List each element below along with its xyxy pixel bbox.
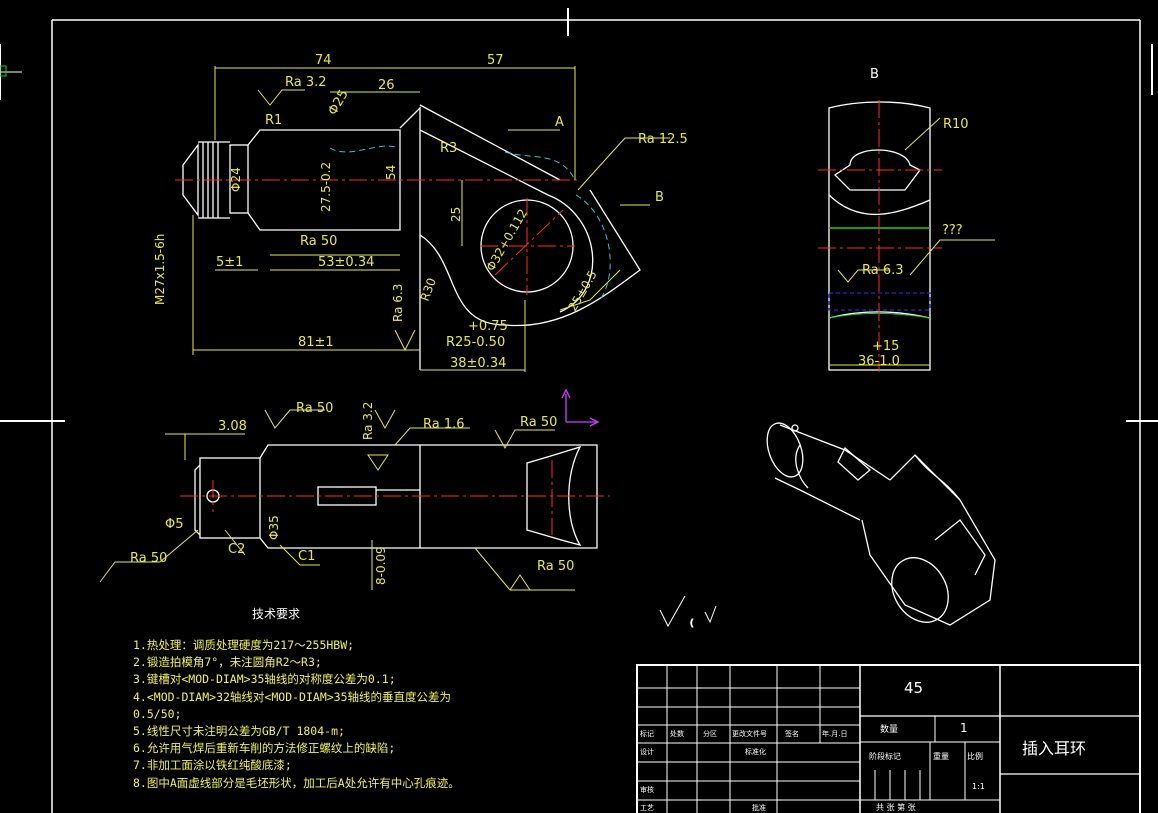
dim-phi35: Φ35 [267, 515, 281, 540]
tb-review: 审核 [640, 786, 654, 794]
dim-57: 57 [487, 53, 504, 68]
tech-line-8: 7.非加工面涂以铁红纯酸底漆; [133, 758, 292, 773]
svg-text:(: ( [690, 619, 694, 629]
view-b-centerlines [818, 100, 942, 372]
tol-0-75: +0.75 [468, 319, 508, 334]
sheet-label: 共 张 第 张 [876, 803, 916, 812]
dim-r30: R30 [418, 276, 439, 303]
dim-r1: R1 [265, 113, 282, 128]
tb-mark: 标记 [640, 730, 654, 738]
dim-5-1: 5±1 [216, 255, 243, 270]
dim-36: 36-1.0 [858, 354, 900, 369]
view-b-dims [829, 117, 995, 366]
front-view-hidden [329, 145, 611, 301]
dim-26: 26 [378, 78, 395, 93]
side-view-dims [99, 409, 575, 591]
dim-81: 81±1 [298, 335, 334, 350]
tech-line-9: 8.图中A面虚线部分是毛坯形状，加工后A处允许有中心孔痕迹。 [133, 775, 460, 790]
ra-3-2: Ra 3.2 [285, 75, 327, 90]
tech-line-2: 2.锻造拍模角7°，未注圆角R2～R3; [133, 655, 322, 670]
tech-line-4: 4.<MOD-DIAM>32轴线对<MOD-DIAM>35轴线的垂直度公差为 [133, 689, 452, 704]
dim-54: 54 [384, 165, 398, 180]
weight-label: 重量 [933, 752, 949, 761]
ra-1-6: Ra 1.6 [423, 417, 465, 432]
tech-line-1: 1.热处理：调质处理硬度为217～255HBW; [133, 638, 355, 652]
ucs-icon [561, 388, 600, 427]
dim-phi5: Φ5 [165, 517, 184, 532]
ra-6-3-b: Ra 6.3 [862, 263, 904, 278]
tech-requirements: 1.热处理：调质处理硬度为217～255HBW; 2.锻造拍模角7°，未注圆角R2… [133, 637, 460, 792]
tb-approve: 批准 [752, 804, 766, 812]
drawing-frame [0, 8, 1158, 813]
material: 45 [904, 679, 924, 697]
dim-27-5: 27.5-0.2 [319, 162, 333, 212]
scale-value: 1:1 [972, 782, 985, 791]
side-view-labels: 3.08 Ra 50 Ra 3.2 Ra 1.6 Ra 50 Φ5 Ra 50 … [130, 401, 574, 585]
dim-25-0-5: 25±0.5 [565, 268, 599, 313]
dim-unknown: ??? [942, 223, 963, 238]
tb-change: 更改文件号 [732, 730, 767, 738]
front-view-centerlines [175, 179, 580, 295]
ra-50-d: Ra 50 [130, 551, 167, 566]
qty-value: 1 [960, 721, 968, 735]
ra-6-3: Ra 6.3 [391, 284, 405, 322]
view-b-title: B [870, 67, 879, 82]
stage-label: 阶段标记 [869, 752, 901, 761]
tb-sign: 签名 [785, 730, 799, 738]
label-c1: C1 [298, 549, 315, 564]
side-view-centerlines [180, 460, 610, 535]
tb-zone: 分区 [703, 730, 717, 738]
view-b [828, 101, 931, 371]
dim-r10: R10 [943, 117, 969, 132]
title-block-grid [636, 664, 1141, 813]
dim-25: 25 [449, 207, 463, 222]
tech-line-6: 5.线性尺寸未注明公差为GB/T 1804-m; [133, 724, 345, 739]
qty-label: 数量 [880, 725, 899, 735]
label-a: A [555, 115, 564, 130]
front-view-dims [192, 66, 670, 372]
tech-line-3: 3.键槽对<MOD-DIAM>35轴线的对称度公差为0.1; [133, 672, 396, 687]
dim-53: 53±0.34 [318, 255, 374, 270]
dim-r25: R25-0.50 [446, 335, 505, 350]
tb-designer: 设计 [640, 748, 654, 756]
part-name: 插入耳环 [1022, 739, 1087, 758]
dim-3-08: 3.08 [218, 419, 247, 434]
tech-line-7: 6.允许用气焊后重新车削的方法修正螺纹上的缺陷; [133, 741, 396, 756]
tech-line-5: 0.5/50; [133, 706, 182, 721]
ra-50-e: Ra 50 [537, 559, 574, 574]
label-c2: C2 [228, 542, 245, 557]
dim-38: 38±0.34 [450, 356, 506, 371]
dim-phi24: Φ24 [229, 167, 243, 192]
scale-label: 比例 [967, 752, 983, 761]
ra-50-c: Ra 50 [520, 415, 557, 430]
ra-3-2-b: Ra 3.2 [361, 402, 375, 440]
tol-15: +15 [872, 339, 899, 354]
tb-count: 处数 [670, 730, 684, 738]
tb-date: 年.月.日 [822, 730, 848, 738]
tech-requirements-title: 技术要求 [252, 607, 301, 621]
roughness-symbol: ( [659, 595, 717, 630]
isometric-view [766, 422, 996, 626]
label-b: B [655, 190, 664, 205]
ra-12-5: Ra 12.5 [638, 132, 688, 147]
dim-74: 74 [315, 53, 332, 68]
tb-standardize: 标准化 [745, 748, 766, 756]
dim-keyway: 8-0.09 [374, 546, 388, 585]
front-view [182, 104, 641, 370]
tb-process: 工艺 [640, 804, 654, 812]
dim-m27: M27x1.5-6h [153, 234, 167, 305]
view-b-labels: B R10 ??? Ra 6.3 +15 36-1.0 [858, 67, 969, 369]
ra-50-b: Ra 50 [296, 401, 333, 416]
dim-r3: R3 [440, 141, 457, 156]
ra-50-a: Ra 50 [300, 234, 337, 249]
